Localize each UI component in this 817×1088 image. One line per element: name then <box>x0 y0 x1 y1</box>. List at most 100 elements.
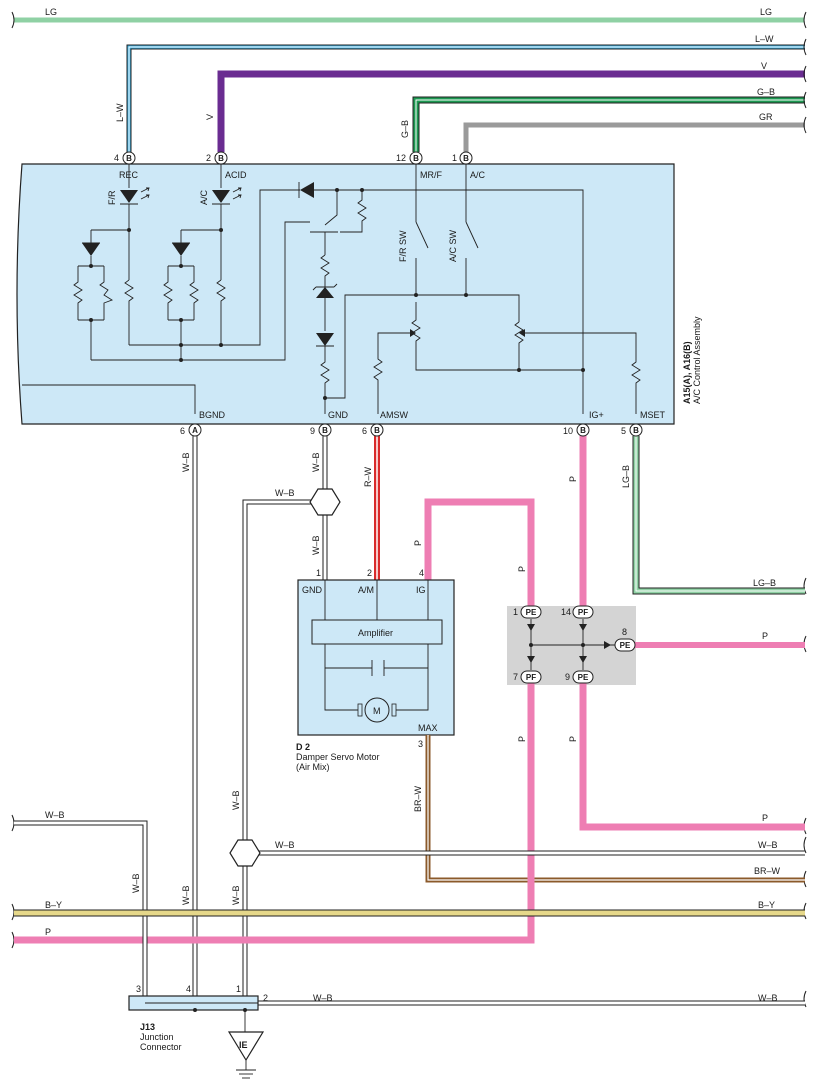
wire-servo-ig-label: P <box>413 540 423 546</box>
servo-terminal-max: MAX <box>418 723 438 733</box>
motor-label: M <box>373 706 381 716</box>
svg-text:PF: PF <box>578 608 588 617</box>
ground-icon: IE <box>227 1010 265 1079</box>
terminal-ig-plus: IG+ <box>589 410 604 420</box>
wire-pe8-label: P <box>762 631 768 641</box>
servo-motor-name: Damper Servo Motor <box>296 752 380 762</box>
terminal-pin-4[interactable]: B <box>122 151 136 165</box>
wire-w-b-left-vlabel: W–B <box>131 873 141 893</box>
connector-pin-14: 14 <box>561 607 571 617</box>
wire-bgnd-w-b: W–B W–B <box>181 436 198 1010</box>
junction-id: J13 <box>140 1022 155 1032</box>
svg-text:PE: PE <box>578 673 589 682</box>
j13-pin-2: 2 <box>263 993 268 1003</box>
wire-bgnd-label: W–B <box>181 452 191 472</box>
terminal-pin-10[interactable]: B <box>576 423 590 437</box>
internal-circuit: F/R A/C <box>22 164 641 414</box>
motor-icon <box>364 697 390 723</box>
right-edge-breaks <box>803 11 807 1008</box>
wire-servo-ig-p: P P <box>413 498 535 610</box>
terminal-pin-12[interactable]: B <box>409 151 423 165</box>
control-assembly-name: A/C Control Assembly <box>692 316 702 404</box>
led-fr-label: F/R <box>107 190 117 205</box>
switch-ac-label: A/C SW <box>448 229 458 262</box>
connector-pe-9[interactable]: PE <box>572 670 594 684</box>
wire-lg-label-left: LG <box>45 7 57 17</box>
terminal-ac: A/C <box>470 170 486 180</box>
wire-p-left-label: P <box>45 927 51 937</box>
wire-w-b-right-label: W–B <box>758 840 778 850</box>
terminal-mset: MSET <box>640 410 666 420</box>
svg-text:B: B <box>374 426 380 435</box>
servo-terminal-gnd: GND <box>302 585 323 595</box>
wire-j13-label: W–B <box>313 993 333 1003</box>
svg-text:B: B <box>580 426 586 435</box>
wire-ig-plus-label: P <box>568 476 578 482</box>
wire-w-b-splice-label: W–B <box>275 840 295 850</box>
wire-br-w-label-right: BR–W <box>754 866 781 876</box>
servo-pin-2: 2 <box>367 568 372 578</box>
splice-point-upper <box>309 488 341 516</box>
connector-pf-14[interactable]: PF <box>572 605 594 619</box>
wire-amsw-label: R–W <box>363 466 373 487</box>
wire-lg: LG LG <box>14 7 804 23</box>
connector-pin-1: 1 <box>513 607 518 617</box>
wire-l-w-label: L–W <box>755 34 774 44</box>
connector-pin-7: 7 <box>513 672 518 682</box>
j13-pin-4: 4 <box>186 984 191 994</box>
connector-pf-7[interactable]: PF <box>520 670 542 684</box>
fr-led-icon <box>120 187 150 205</box>
wire-w-b-left: W–B W–B <box>14 810 148 1010</box>
connector-pe-8[interactable]: PE <box>614 638 636 652</box>
terminal-pin-9-gnd[interactable]: B <box>318 423 332 437</box>
wire-j13-w-b: W–B W–B <box>258 993 805 1006</box>
wire-gnd-label-5: W–B <box>231 885 241 905</box>
junction-name: Junction <box>140 1032 174 1042</box>
svg-text:B: B <box>633 426 639 435</box>
wire-ig-plus-p: P <box>568 436 587 610</box>
wire-b-y-label-left: B–Y <box>45 900 62 910</box>
wire-g-b-label: G–B <box>757 87 775 97</box>
junction-name-2: Connector <box>140 1042 182 1052</box>
wire-gr-label: GR <box>759 112 773 122</box>
servo-motor-sub: (Air Mix) <box>296 762 330 772</box>
terminal-pin-6-bgnd[interactable]: A <box>188 423 202 437</box>
wire-g-b: G–B G–B <box>400 87 805 152</box>
servo-pin-1: 1 <box>316 568 321 578</box>
wire-mset-label-right: LG–B <box>753 578 776 588</box>
j13-pin-1: 1 <box>236 984 241 994</box>
wire-mset-label: LG–B <box>621 465 631 488</box>
wire-w-b-left-label: W–B <box>45 810 65 820</box>
pin-number-6-bgnd: 6 <box>180 426 185 436</box>
terminal-gnd: GND <box>328 410 349 420</box>
pin-number-12: 12 <box>396 153 406 163</box>
terminal-pin-2[interactable]: B <box>214 151 228 165</box>
wire-p-right-label: P <box>762 813 768 823</box>
wire-pf7-label: P <box>517 736 527 742</box>
j13-pin-3: 3 <box>136 984 141 994</box>
pin-number-2: 2 <box>206 153 211 163</box>
wire-b-y: B–Y B–Y <box>14 900 805 917</box>
wire-gnd-label-3: W–B <box>275 488 295 498</box>
control-assembly-id: A15(A), A16(B) <box>682 341 692 404</box>
terminal-pin-6-amsw[interactable]: B <box>370 423 384 437</box>
svg-text:B: B <box>218 154 224 163</box>
terminal-pin-1[interactable]: B <box>459 151 473 165</box>
servo-pin-3: 3 <box>418 739 423 749</box>
ground-label: IE <box>239 1040 248 1050</box>
pin-number-1: 1 <box>452 153 457 163</box>
wire-pe-label: P <box>517 566 527 572</box>
svg-text:B: B <box>126 154 132 163</box>
wire-mset-lg-b: LG–B LG–B <box>621 436 805 595</box>
terminal-acid: ACID <box>225 170 247 180</box>
connector-pe-1[interactable]: PE <box>520 605 542 619</box>
wire-w-b-right: W–B W–B <box>258 840 805 856</box>
svg-text:PE: PE <box>526 608 537 617</box>
terminal-pin-5[interactable]: B <box>629 423 643 437</box>
svg-text:B: B <box>413 154 419 163</box>
wire-v-vlabel: V <box>205 114 215 120</box>
servo-terminal-ig: IG <box>416 585 426 595</box>
pin-number-5: 5 <box>621 426 626 436</box>
wire-l-w-vlabel: L–W <box>115 103 125 122</box>
